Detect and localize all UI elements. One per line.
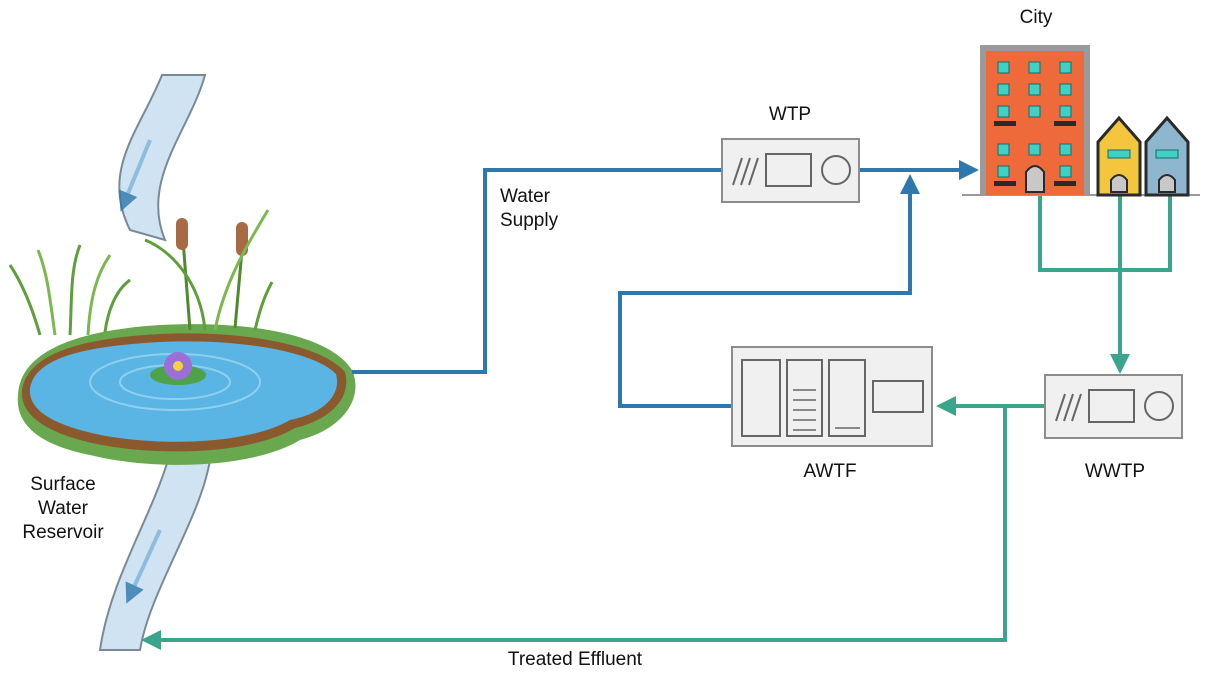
- treated-effluent-label: Treated Effluent: [507, 649, 643, 670]
- river-icon: [98, 74, 212, 651]
- city-label: City: [1019, 7, 1053, 28]
- water-supply-label-line1: Water: [500, 186, 550, 207]
- house-icon-yellow: [1096, 115, 1142, 197]
- reservoir-label-line1: Surface: [30, 474, 96, 495]
- awtf-return-line: [618, 174, 920, 408]
- city-building-icon: [962, 45, 1200, 196]
- awtf-treatment-plant-icon: [731, 346, 933, 447]
- reservoir-label-line2: Water: [38, 497, 88, 519]
- wwtp-treatment-plant-icon: [1044, 374, 1183, 439]
- wwtp-label: WWTP: [1084, 461, 1146, 482]
- cattail-icon: [8, 209, 274, 336]
- treated-effluent-line: [141, 406, 1007, 650]
- water-lily-icon: [150, 352, 206, 385]
- water-supply-label-line2: Supply: [500, 209, 559, 231]
- reservoir-label-line3: Reservoir: [22, 521, 104, 543]
- wtp-treatment-plant-icon: [721, 138, 860, 203]
- wtp-label: WTP: [768, 104, 812, 125]
- pond-icon: [17, 324, 356, 465]
- awtf-label: AWTF: [803, 461, 857, 482]
- house-icon-blue: [1144, 115, 1190, 197]
- reservoir-label: Surface Water Reservoir: [8, 473, 118, 544]
- city-sewer-line-left: [1038, 195, 1172, 272]
- water-supply-label: Water Supply: [500, 185, 558, 233]
- water-supply-line: [352, 168, 722, 374]
